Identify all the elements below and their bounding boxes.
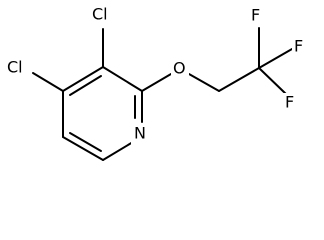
bond-cf3-f-right xyxy=(258,48,293,69)
atom-label-f-bottom: F xyxy=(285,93,294,112)
atom-label-f-top: F xyxy=(251,6,260,25)
bond-c2-c3 xyxy=(102,66,143,92)
bond-c4-cl xyxy=(32,72,64,92)
atom-label-cl3: Cl xyxy=(92,5,108,24)
o-label-bg xyxy=(171,58,189,80)
atom-label-n: N xyxy=(134,124,146,143)
atom-label-cl4: Cl xyxy=(7,58,23,77)
bond-c3-c4-inner xyxy=(69,75,102,96)
bonds xyxy=(32,27,293,161)
bond-c5-c6 xyxy=(62,136,104,161)
bond-o-ch2 xyxy=(188,73,220,92)
f-top-label-bg xyxy=(249,6,265,26)
cl3-label-bg xyxy=(91,4,115,26)
bond-ch2-cf3 xyxy=(218,67,260,92)
f-right-label-bg xyxy=(292,37,308,57)
bond-cf3-f-bottom xyxy=(258,67,287,95)
bond-c2-o xyxy=(141,73,172,92)
atom-labels: Cl Cl O N F F F xyxy=(6,4,308,145)
cl4-label-bg xyxy=(6,57,30,79)
chemical-structure: Cl Cl O N F F F xyxy=(6,4,308,161)
atom-label-f-right: F xyxy=(294,37,303,56)
atom-label-o: O xyxy=(173,59,186,78)
n-label-bg xyxy=(131,123,150,145)
bond-c5-c6-inner xyxy=(69,132,102,152)
bond-c3-c4 xyxy=(62,66,104,92)
f-bottom-label-bg xyxy=(283,93,299,113)
bond-c6-n xyxy=(102,141,134,161)
